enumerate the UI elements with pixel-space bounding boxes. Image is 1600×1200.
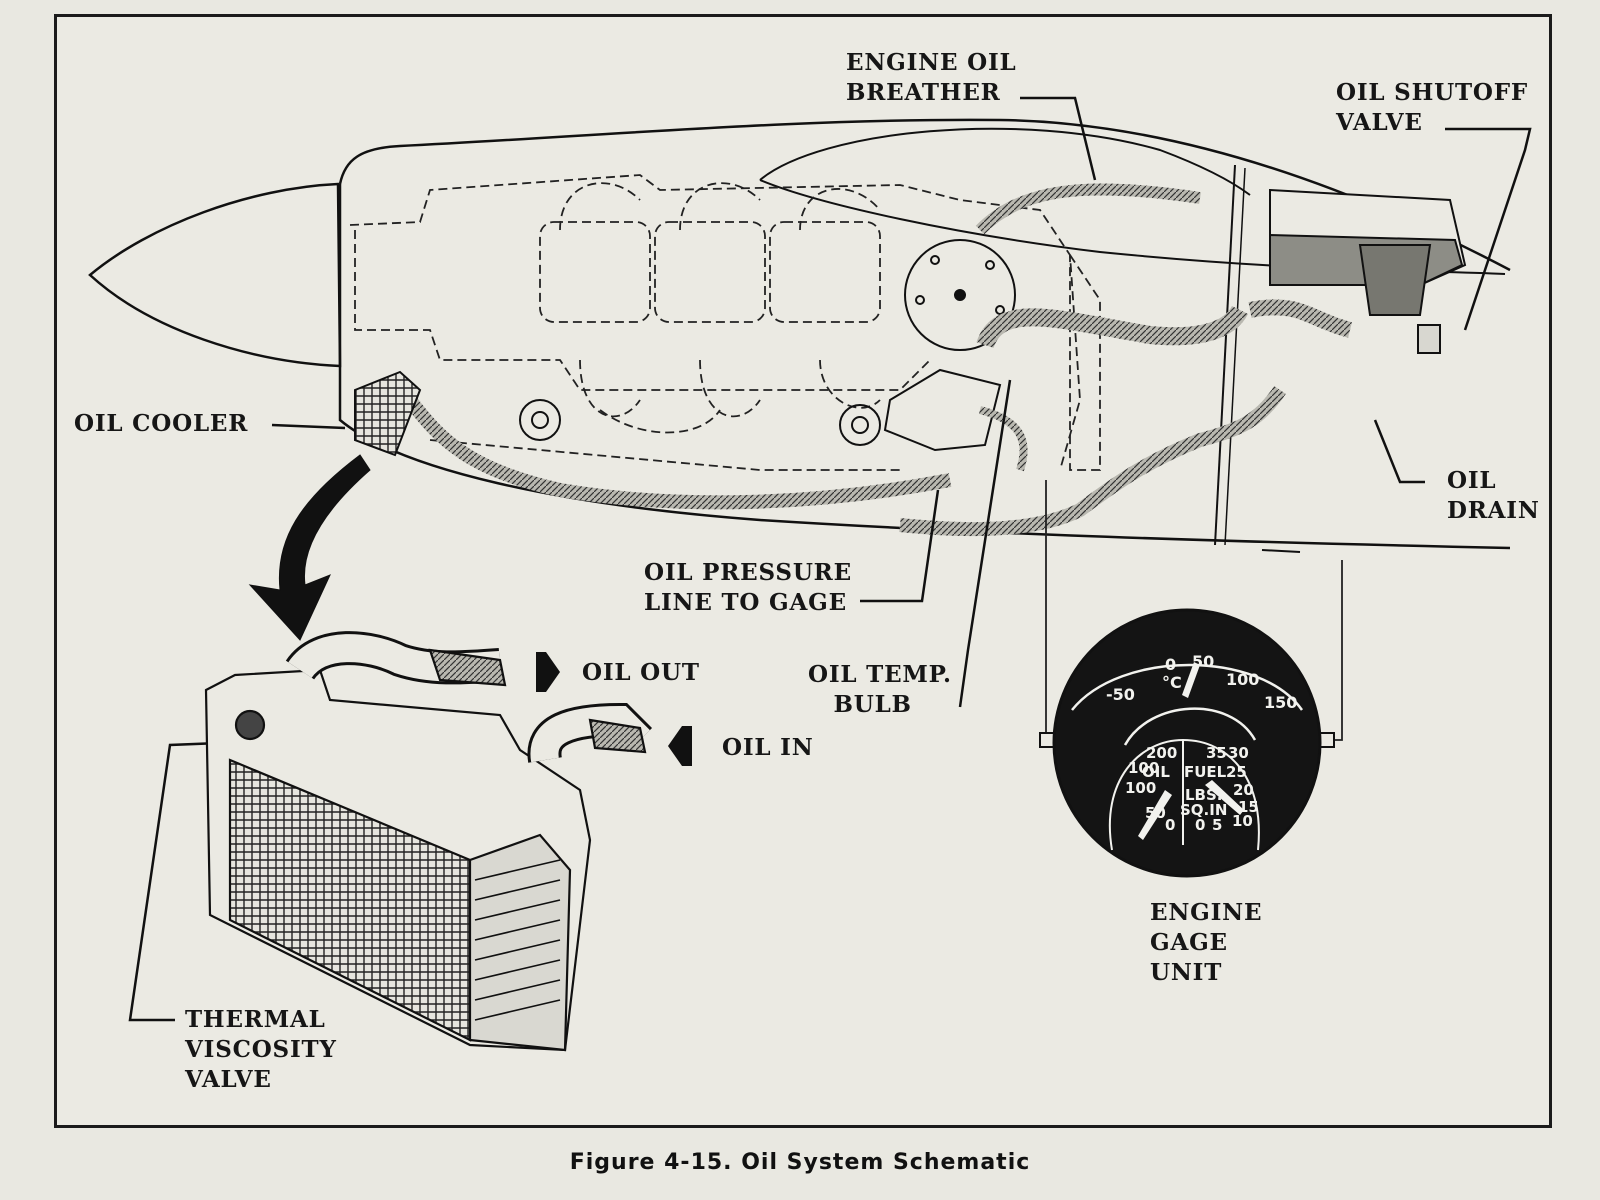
fuel-tick: 0 bbox=[1195, 816, 1205, 834]
fuel-tick: 15 bbox=[1238, 798, 1259, 816]
oil-out-arrow bbox=[536, 652, 560, 692]
fuel-tick: 5 bbox=[1212, 816, 1222, 834]
label-oil-out: OIL OUT bbox=[582, 659, 700, 686]
temp-unit: °C bbox=[1162, 673, 1182, 692]
label-oil-temp-bulb: OIL TEMP. BULB bbox=[808, 660, 952, 720]
oil-tick: 0 bbox=[1165, 816, 1175, 834]
oil-tick: 100 bbox=[1125, 779, 1156, 797]
label-line: LINE TO GAGE bbox=[644, 589, 847, 616]
temp-tick: 50 bbox=[1192, 652, 1214, 671]
label-line: DRAIN bbox=[1447, 497, 1540, 524]
oil-tick: 200 bbox=[1146, 744, 1177, 762]
cowl-oil-cooler bbox=[354, 370, 422, 457]
label-line: OIL SHUTOFF bbox=[1336, 79, 1528, 106]
propeller-spinner bbox=[88, 182, 342, 368]
fuel-label: FUEL bbox=[1184, 763, 1227, 781]
fuel-tick: 35 bbox=[1206, 744, 1227, 762]
fuel-tick: 30 bbox=[1228, 744, 1249, 762]
pressure-unit: SQ.IN bbox=[1180, 801, 1227, 819]
gauge-text: °C -50 0 50 100 150 200 100 100 50 0 OIL… bbox=[1106, 652, 1297, 834]
label-line: ENGINE OIL bbox=[846, 49, 1017, 76]
oil-in-arrow bbox=[668, 726, 692, 766]
label-line: VISCOSITY bbox=[185, 1036, 337, 1063]
accessory-case bbox=[519, 239, 1016, 452]
label-engine-gage-unit: ENGINE GAGE UNIT bbox=[1150, 898, 1262, 988]
label-line: BREATHER bbox=[846, 79, 1001, 106]
label-oil-drain: OIL DRAIN bbox=[1447, 466, 1540, 526]
label-line: OIL PRESSURE bbox=[644, 559, 852, 586]
label-line: ENGINE bbox=[1150, 899, 1263, 926]
temp-tick: 0 bbox=[1165, 655, 1176, 674]
figure-caption: Figure 4-15. Oil System Schematic bbox=[569, 1150, 1031, 1175]
oil-tick: 50 bbox=[1145, 804, 1166, 822]
pressure-unit: LBS. bbox=[1185, 786, 1223, 804]
temp-tick: 100 bbox=[1226, 670, 1259, 689]
label-oil-shutoff-valve: OIL SHUTOFF VALVE bbox=[1336, 78, 1528, 138]
engine-gage-unit bbox=[1039, 608, 1335, 878]
label-thermal-viscosity-valve: THERMAL VISCOSITY VALVE bbox=[185, 1005, 337, 1095]
label-line: OIL bbox=[1447, 467, 1497, 494]
label-line: GAGE bbox=[1150, 929, 1228, 956]
oil-hoses bbox=[404, 183, 1353, 537]
oil-label: OIL bbox=[1142, 763, 1170, 781]
detail-arrow bbox=[248, 454, 371, 641]
engine-outline-dashed bbox=[349, 174, 1101, 471]
oil-cooler-detail bbox=[204, 631, 653, 1052]
label-line: VALVE bbox=[185, 1066, 272, 1093]
fuel-tick: 10 bbox=[1232, 812, 1253, 830]
fuel-tick: 20 bbox=[1233, 781, 1254, 799]
oil-tick: 100 bbox=[1128, 759, 1159, 777]
label-oil-in: OIL IN bbox=[722, 734, 814, 761]
label-line: THERMAL bbox=[185, 1006, 326, 1033]
label-oil-pressure-line: OIL PRESSURE LINE TO GAGE bbox=[644, 558, 852, 618]
fuel-tick: 25 bbox=[1226, 763, 1247, 781]
label-oil-cooler: OIL COOLER bbox=[74, 410, 249, 437]
temp-tick: -50 bbox=[1106, 685, 1135, 704]
label-line: OIL TEMP. bbox=[808, 661, 952, 688]
label-engine-oil-breather: ENGINE OIL BREATHER bbox=[846, 48, 1016, 108]
label-line: VALVE bbox=[1336, 109, 1423, 136]
label-line: BULB bbox=[833, 691, 912, 718]
oil-tank bbox=[1269, 188, 1467, 354]
label-line: UNIT bbox=[1150, 959, 1223, 986]
temp-tick: 150 bbox=[1264, 693, 1297, 712]
